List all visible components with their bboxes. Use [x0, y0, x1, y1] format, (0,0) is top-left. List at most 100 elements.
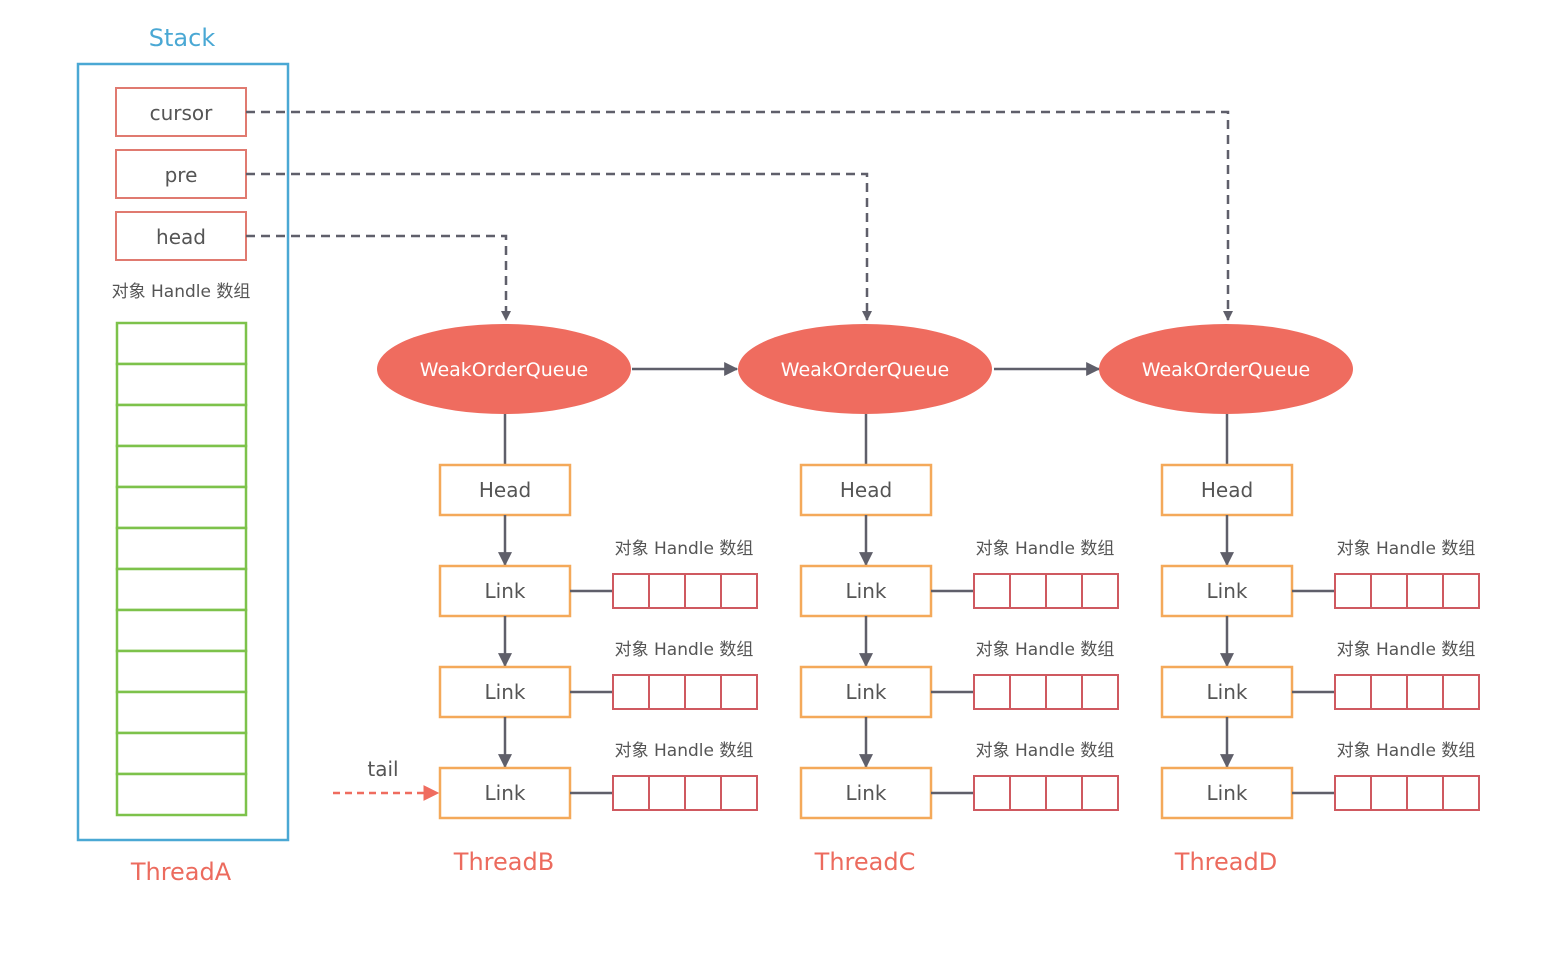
- link-array-slot: [612, 674, 650, 710]
- link-node-label: Link: [1207, 781, 1248, 805]
- link-array-slot: [720, 573, 758, 609]
- link-array-slot: [1406, 573, 1444, 609]
- link-array-slot: [720, 674, 758, 710]
- stack-array-slot: [115, 649, 248, 694]
- stack-field-head: head: [115, 211, 247, 261]
- tail-label: tail: [367, 757, 398, 781]
- link-array-slot: [648, 674, 686, 710]
- thread-d-label: ThreadD: [1174, 848, 1277, 876]
- stack-field-head-label: head: [156, 225, 206, 249]
- weak-order-queue-d: [1099, 324, 1353, 414]
- link-array-label: 对象 Handle 数组: [615, 539, 754, 559]
- link-array-slot: [612, 775, 650, 811]
- link-array-slot: [973, 573, 1011, 609]
- head-node-d-label: Head: [1201, 478, 1253, 502]
- stack-array-slot: [115, 321, 248, 366]
- stack-array-slot: [115, 444, 248, 489]
- link-array-slot: [648, 775, 686, 811]
- link-array-slot: [1370, 674, 1408, 710]
- stack-array-slot: [115, 362, 248, 407]
- link-array-slot: [1370, 573, 1408, 609]
- stack-field-pre-label: pre: [165, 163, 198, 187]
- link-node-label: Link: [1207, 579, 1248, 603]
- thread-a-label: ThreadA: [130, 858, 232, 886]
- link-node: [799, 665, 933, 719]
- stack-field-cursor: cursor: [115, 87, 247, 137]
- stack-array-label: 对象 Handle 数组: [112, 282, 251, 302]
- link-array-slot: [684, 674, 722, 710]
- link-array-slot: [1442, 674, 1480, 710]
- link-array-slot: [1045, 674, 1083, 710]
- link-node-label: Link: [485, 579, 526, 603]
- link-array-slot: [1334, 775, 1372, 811]
- link-array-slot: [1370, 775, 1408, 811]
- cursor-pointer: [246, 110, 1233, 321]
- link-node-label: Link: [1207, 680, 1248, 704]
- link-array-slot: [1009, 674, 1047, 710]
- link-node: [438, 766, 572, 820]
- link-array-slot: [612, 573, 650, 609]
- stack-array-slot: [115, 567, 248, 612]
- link-array-label: 对象 Handle 数组: [615, 640, 754, 660]
- head-node-d: [1160, 463, 1294, 517]
- link-array-slot: [1334, 674, 1372, 710]
- weak-order-queue-b-label: WeakOrderQueue: [420, 359, 588, 381]
- link-node-label: Link: [846, 579, 887, 603]
- link-array-slot: [1442, 775, 1480, 811]
- link-array-slot: [1442, 573, 1480, 609]
- link-array-label: 对象 Handle 数组: [615, 741, 754, 761]
- link-node: [799, 766, 933, 820]
- weak-order-queue-d-label: WeakOrderQueue: [1142, 359, 1310, 381]
- link-array-slot: [1009, 573, 1047, 609]
- link-array-slot: [973, 775, 1011, 811]
- link-array-slot: [1406, 775, 1444, 811]
- stack-array-slot: [115, 403, 248, 448]
- link-array-slot: [684, 573, 722, 609]
- link-array-label: 对象 Handle 数组: [976, 539, 1115, 559]
- thread-b-label: ThreadB: [453, 848, 554, 876]
- weak-order-queue-c-label: WeakOrderQueue: [781, 359, 949, 381]
- stack-array-slot: [115, 608, 248, 653]
- link-node-label: Link: [846, 680, 887, 704]
- stack-field-pre: pre: [115, 149, 247, 199]
- link-array-slot: [648, 573, 686, 609]
- link-array-slot: [1081, 674, 1119, 710]
- link-array-slot: [1045, 573, 1083, 609]
- link-node-label: Link: [485, 781, 526, 805]
- stack-array-slot: [115, 485, 248, 530]
- head-pointer: [246, 234, 511, 321]
- link-array-slot: [684, 775, 722, 811]
- weak-order-queue-c: [738, 324, 992, 414]
- link-node: [1160, 766, 1294, 820]
- link-array-slot: [1334, 573, 1372, 609]
- head-node-c: [799, 463, 933, 517]
- link-array-slot: [973, 674, 1011, 710]
- stack-array-slot: [115, 526, 248, 571]
- stack-container: [76, 62, 290, 842]
- head-node-b-label: Head: [479, 478, 531, 502]
- link-array-label: 对象 Handle 数组: [1337, 640, 1476, 660]
- thread-c-label: ThreadC: [814, 848, 916, 876]
- link-node-label: Link: [846, 781, 887, 805]
- weak-order-queue-b: [377, 324, 631, 414]
- link-array-slot: [1081, 775, 1119, 811]
- stack-title: Stack: [149, 24, 216, 52]
- pre-pointer: [246, 172, 872, 321]
- link-array-slot: [720, 775, 758, 811]
- link-array-slot: [1009, 775, 1047, 811]
- stack-field-cursor-label: cursor: [150, 101, 214, 125]
- head-node-c-label: Head: [840, 478, 892, 502]
- stack-handle-array: [115, 321, 248, 817]
- link-array-slot: [1406, 674, 1444, 710]
- link-array-label: 对象 Handle 数组: [976, 640, 1115, 660]
- link-array-label: 对象 Handle 数组: [976, 741, 1115, 761]
- head-node-b: [438, 463, 572, 517]
- link-array-label: 对象 Handle 数组: [1337, 741, 1476, 761]
- link-array-slot: [1045, 775, 1083, 811]
- link-node-label: Link: [485, 680, 526, 704]
- stack-array-slot: [115, 772, 248, 817]
